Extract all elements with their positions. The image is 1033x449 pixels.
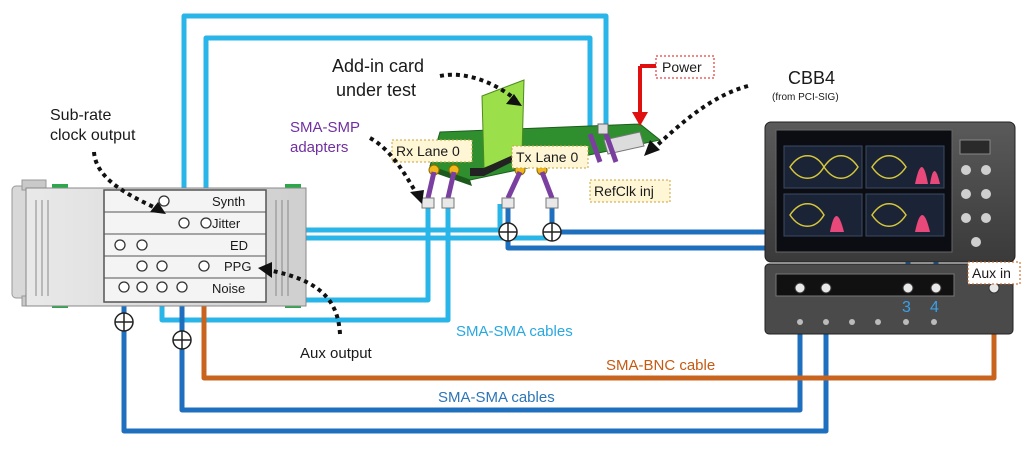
arrowheads <box>150 94 660 278</box>
connector <box>178 217 190 229</box>
scope-input <box>820 282 832 294</box>
sma-sma-cables-bottom-label: SMA-SMA cables <box>438 389 555 406</box>
connector <box>198 260 210 272</box>
connector <box>158 195 170 207</box>
connector <box>118 281 130 293</box>
scope-input <box>902 282 914 294</box>
connector <box>156 260 168 272</box>
refclk-label: RefClk inj <box>594 183 654 199</box>
tees <box>114 222 562 350</box>
sub-rate-label-1: Sub-rate <box>50 107 111 124</box>
pointer-arrows <box>92 72 749 335</box>
power-label: Power <box>662 59 702 75</box>
cable-bottom-ch1 <box>121 288 829 434</box>
add-in-card-label-2: under test <box>336 80 416 100</box>
connector <box>114 239 126 251</box>
cable-jitter-refclk-inner <box>203 35 593 222</box>
module-noise: Noise <box>212 281 245 296</box>
module-jitter: Jitter <box>212 216 241 231</box>
connector <box>156 281 168 293</box>
connector <box>136 260 148 272</box>
tee-icon <box>114 312 134 332</box>
oscilloscope: 3 4 Aux in <box>764 121 1021 335</box>
module-synth: Synth <box>212 194 245 209</box>
rx-lane-label: Rx Lane 0 <box>396 143 460 159</box>
aux-output-label: Aux output <box>300 345 373 362</box>
cbb4-label: CBB4 <box>788 68 835 88</box>
bert-instrument: Synth Jitter ED PPG Noise <box>11 179 307 308</box>
tee-icon <box>172 330 192 350</box>
sub-rate-label-2: clock output <box>50 127 136 144</box>
scope-input <box>794 282 806 294</box>
tee-icon <box>542 222 562 242</box>
connector <box>136 239 148 251</box>
scope-input <box>930 282 942 294</box>
connector <box>200 217 212 229</box>
cbb4-sub-label: (from PCI-SIG) <box>772 92 839 103</box>
add-in-card-label-1: Add-in card <box>332 56 424 76</box>
aux-in-label: Aux in <box>972 265 1011 281</box>
channel-3: 3 <box>902 299 911 316</box>
sma-smp-label-1: SMA-SMP <box>290 119 360 136</box>
module-ppg: PPG <box>224 259 251 274</box>
connector <box>136 281 148 293</box>
module-ed: ED <box>230 238 248 253</box>
power-arrow: Power <box>632 55 715 126</box>
sma-smp-label-2: adapters <box>290 139 348 156</box>
sma-sma-cables-top-label: SMA-SMA cables <box>456 323 573 340</box>
cable-jitter-refclk-outer <box>181 13 609 222</box>
connector <box>176 281 188 293</box>
channel-4: 4 <box>930 299 939 316</box>
sma-bnc-cable-label: SMA-BNC cable <box>606 357 715 374</box>
cbb4-board: Rx Lane 0 Tx Lane 0 RefClk inj <box>391 79 671 209</box>
tx-lane-label: Tx Lane 0 <box>516 149 578 165</box>
tee-icon <box>498 222 518 242</box>
